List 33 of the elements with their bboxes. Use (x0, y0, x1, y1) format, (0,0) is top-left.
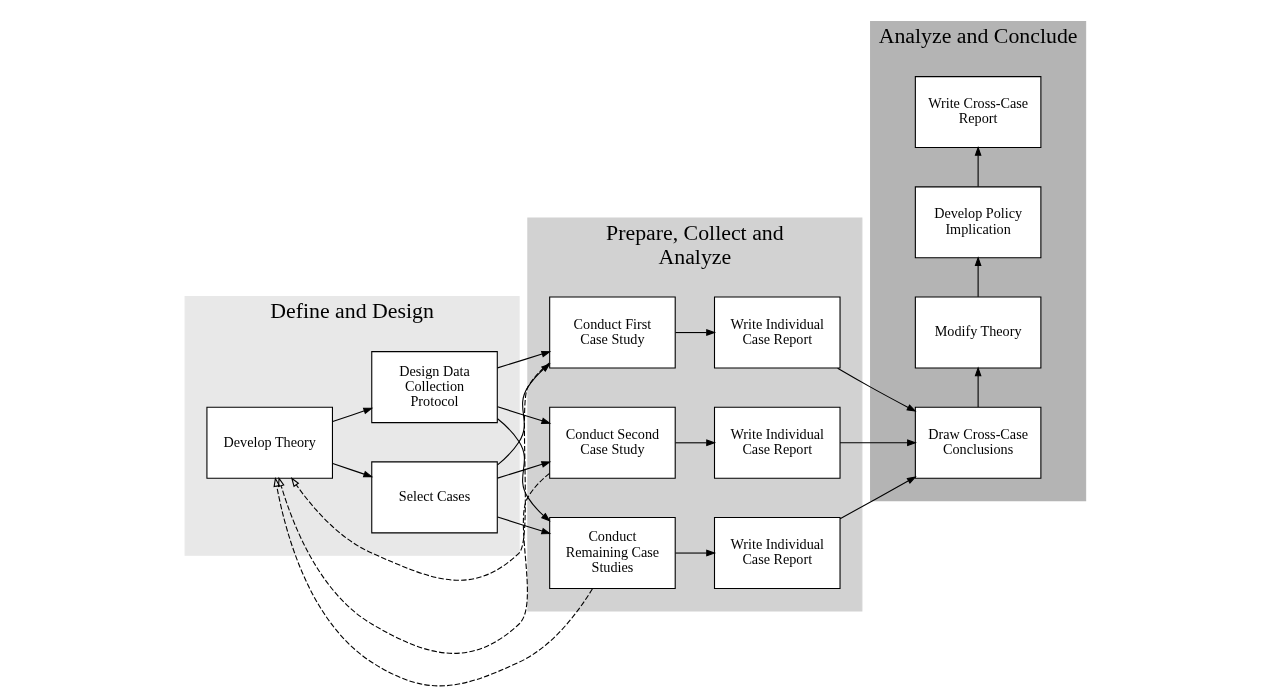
node-box: Write Cross-Case Report (914, 76, 1042, 149)
arrow (497, 363, 551, 466)
arrow (674, 439, 717, 447)
arrow (290, 362, 550, 581)
node-box: Develop Theory (206, 406, 333, 479)
node-box: Select Cases (371, 461, 498, 534)
node-box: Design Data Collection Protocol (371, 351, 498, 424)
arrow (837, 367, 917, 412)
node-box: Draw Cross-Case Conclusions (914, 406, 1042, 479)
arrow (332, 407, 374, 423)
arrow (278, 472, 551, 654)
arrow (497, 418, 551, 522)
arrow (497, 406, 552, 425)
arrow (497, 350, 552, 369)
node-box: Write Individual Case Report (713, 296, 841, 369)
arrow (674, 549, 717, 557)
node-box: Write Individual Case Report (713, 406, 841, 479)
node-box: Conduct First Case Study (549, 296, 676, 369)
node-box: Write Individual Case Report (713, 517, 841, 590)
node-box: Modify Theory (914, 296, 1042, 369)
arrow (974, 366, 982, 408)
arrow (674, 329, 717, 336)
arrow (974, 145, 982, 188)
arrow (839, 439, 917, 447)
node-box: Conduct Second Case Study (549, 406, 676, 479)
arrow (497, 516, 552, 535)
arrow (839, 476, 917, 520)
node-box: Develop Policy Implication (914, 186, 1042, 259)
arrow (974, 256, 982, 298)
node-box: Conduct Remaining Case Studies (549, 517, 676, 590)
arrow (332, 463, 374, 478)
arrow (497, 461, 552, 479)
arrow (273, 476, 593, 687)
